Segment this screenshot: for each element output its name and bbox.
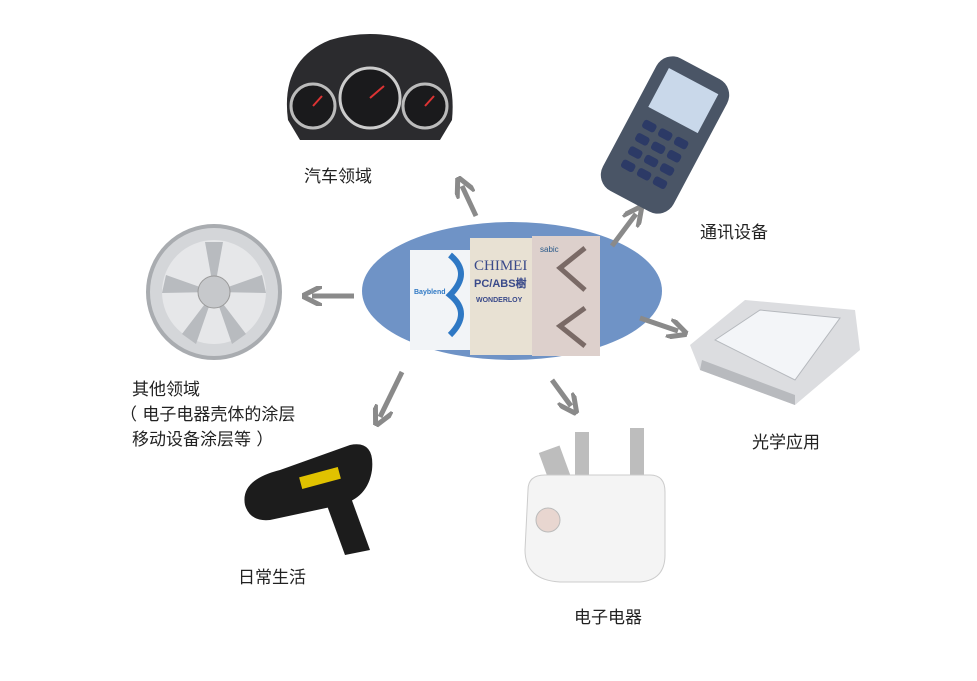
dashboard-image <box>286 34 453 140</box>
arrow-to-optical <box>639 315 678 331</box>
arrow-to-communication <box>610 214 636 248</box>
label-other-line1: （ 电子电器壳体的涂层 <box>120 405 296 425</box>
bag-sabic: sabic <box>540 245 559 254</box>
label-optical: 光学应用 <box>752 433 820 453</box>
label-other: 其他领域 （ 电子电器壳体的涂层 移动设备涂层等 ） <box>120 378 295 453</box>
material-bags: Bayblend CHIMEI PC/ABS樹 WONDERLOY sabic <box>410 236 600 356</box>
bag-wonderloy: WONDERLOY <box>476 297 523 304</box>
label-daily-life: 日常生活 <box>238 568 306 588</box>
label-electrical: 电子电器 <box>574 608 642 628</box>
street-light-image <box>690 300 860 405</box>
plug-image <box>524 428 666 583</box>
bag-pcabs: PC/ABS樹 <box>474 276 527 290</box>
label-automotive: 汽车领域 <box>304 167 372 187</box>
hair-dryer-image <box>244 444 373 555</box>
phone-image <box>600 56 730 214</box>
wheel-cover-image <box>146 224 282 360</box>
bag-chimei: CHIMEI <box>474 258 527 274</box>
arrow-to-automotive <box>462 186 479 218</box>
label-other-line2: 移动设备涂层等 ） <box>132 430 274 450</box>
label-other-title: 其他领域 <box>132 380 200 400</box>
arrow-to-electrical <box>549 378 571 406</box>
bag-bayblend: Bayblend <box>414 289 446 296</box>
label-communication: 通讯设备 <box>700 223 768 243</box>
arrow-to-daily-life <box>380 370 405 417</box>
